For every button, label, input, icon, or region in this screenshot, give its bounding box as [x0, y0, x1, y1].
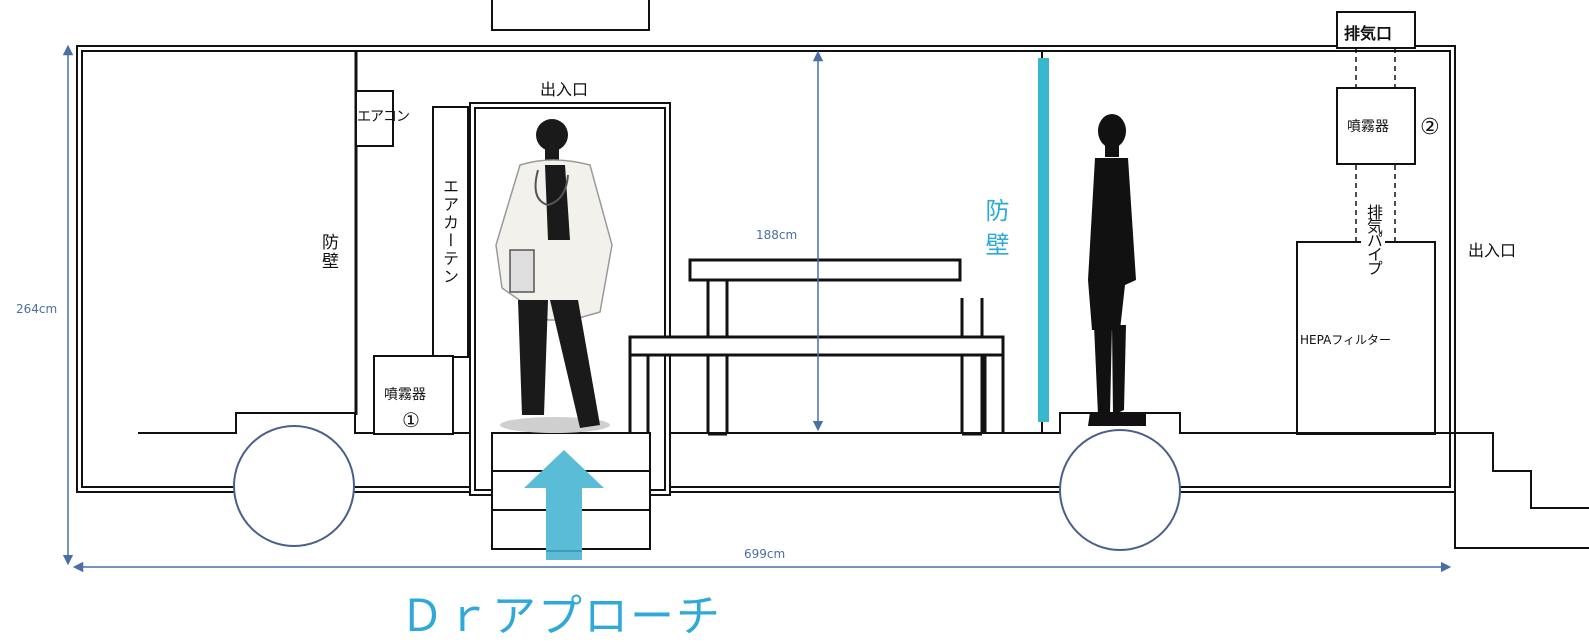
exhaust-port-box: [1336, 11, 1416, 49]
doctor-silhouette: [495, 119, 613, 433]
aircon-unit: [355, 90, 394, 147]
sprayer-2-label: 噴霧器: [1347, 119, 1389, 135]
air-curtain: [432, 106, 469, 358]
sprayer-1-box: [373, 355, 454, 435]
lower-bench: [628, 335, 1005, 434]
floor-line: [138, 412, 1455, 434]
height-total-dimension: 264cm: [16, 302, 58, 316]
length-total-dimension: 699cm: [744, 547, 786, 561]
sprayer-2-marker: ②: [1420, 115, 1440, 140]
roof-unit: [491, 0, 650, 31]
vehicle-body: [76, 45, 1456, 493]
wheel-front: [233, 425, 355, 547]
barrier-left-label: 防壁: [318, 233, 338, 271]
barrier-center-accent: [1038, 58, 1049, 422]
entrance-right-label: 出入口: [1468, 241, 1517, 260]
wheel-rear: [1059, 429, 1181, 551]
exhaust-pipe-label: 排気パイプ: [1361, 204, 1385, 274]
exhaust-port-label: 排気口: [1344, 24, 1393, 43]
height-inner-dimension: 188cm: [756, 228, 798, 242]
person-silhouette: [1088, 114, 1146, 426]
upper-table: [688, 258, 984, 436]
sprayer-1-marker: ①: [402, 408, 420, 432]
sprayer-2-box: [1336, 87, 1416, 165]
air-curtain-label: エアカーテン: [440, 178, 459, 286]
barrier-center-label: 防壁: [981, 198, 1009, 266]
sprayer-1-label: 噴霧器: [384, 387, 426, 403]
dr-approach-label: Ｄｒアプローチ: [400, 591, 722, 642]
rear-steps: [1454, 432, 1589, 549]
entrance-top-label: 出入口: [540, 80, 589, 99]
hepa-filter-label: HEPAフィルター: [1300, 333, 1392, 347]
aircon-label: エアコン: [357, 109, 410, 125]
approach-arrow: [524, 450, 604, 560]
